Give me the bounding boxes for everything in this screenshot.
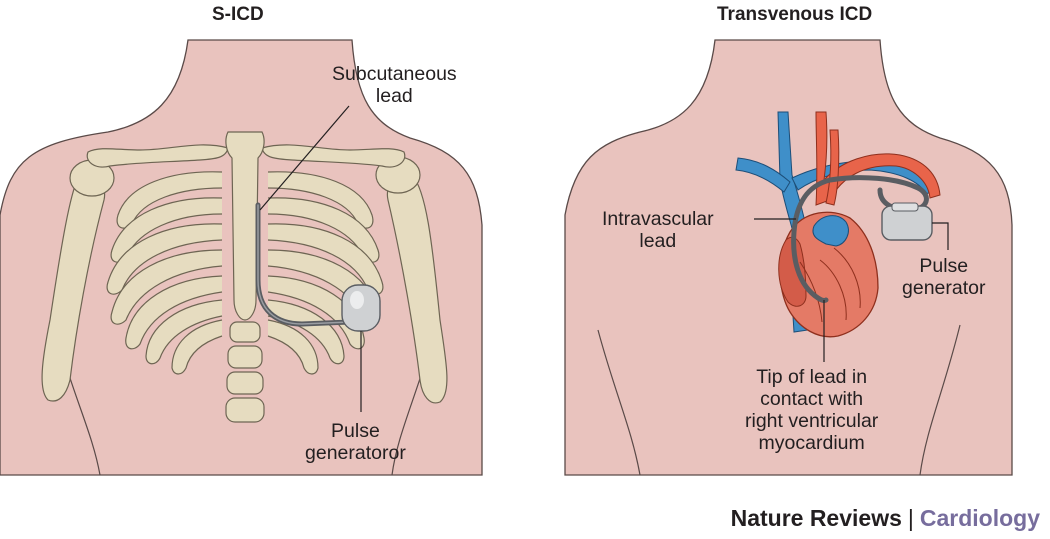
left-ribs-b (267, 171, 384, 375)
lead-tip-label-line-2: contact with (760, 388, 864, 410)
transvenous-generator-label: Pulse generator (902, 255, 985, 299)
left-humerus-right-side (41, 174, 106, 402)
s-icd-generator-label-line-2: generatoror (305, 442, 406, 464)
journal-credit: Nature Reviews|Cardiology (731, 505, 1040, 532)
transvenous-generator-header (891, 202, 919, 212)
transvenous-generator-label-line-2: generator (902, 277, 986, 299)
lead-tip-label-line-1: Tip of lead in (756, 366, 868, 388)
journal-name: Cardiology (919, 505, 1040, 531)
heart (779, 211, 879, 338)
transvenous-generator-label-line-1: Pulse (919, 255, 969, 277)
aorta-descending (825, 129, 840, 206)
left-humerus-left-side (386, 172, 448, 404)
subcutaneous-lead-label: Subcutaneous lead (332, 63, 457, 107)
right-arm-crease-left (597, 329, 641, 476)
left-clavicle-b (261, 144, 406, 168)
right-generator-leader (932, 222, 949, 250)
credit-separator: | (907, 505, 914, 531)
subcutaneous-lead-label-line-1: Subcutaneous (332, 63, 457, 85)
s-icd-panel (0, 39, 483, 476)
right-arm-crease-right (919, 324, 961, 476)
s-icd-generator-shine (350, 291, 364, 309)
left-lead-leader (259, 105, 350, 211)
left-clavicle-a (86, 144, 229, 168)
lead-tip-label-line-3: right ventricular (745, 410, 879, 432)
subcutaneous-lead-label-line-2: lead (375, 85, 413, 107)
spine (225, 321, 265, 423)
intravascular-lead-label-line-1: Intravascular (602, 208, 714, 230)
heart-detail-lines (799, 247, 861, 323)
s-icd-pulse-generator (341, 284, 381, 332)
left-ribs-a (106, 171, 223, 375)
lead-tip-label: Tip of lead in contact with right ventri… (745, 366, 878, 454)
intravascular-lead-label-line-2: lead (639, 230, 677, 252)
sternum (225, 131, 265, 321)
publisher-name: Nature Reviews (730, 505, 902, 531)
s-icd-generator-label: Pulse generatoror (305, 420, 406, 464)
right-atrium (778, 236, 807, 307)
s-icd-title: S-ICD (212, 4, 264, 25)
intravascular-lead-label: Intravascular lead (602, 208, 714, 252)
lead-tip-label-line-4: myocardium (758, 432, 865, 454)
subcutaneous-lead-highlight (257, 204, 351, 325)
transvenous-icd-title: Transvenous ICD (717, 4, 873, 25)
innominate-vein (735, 157, 791, 193)
s-icd-generator-label-line-1: Pulse (331, 420, 380, 442)
transvenous-icd-panel (564, 39, 1013, 476)
pulmonary-trunk (812, 215, 849, 247)
